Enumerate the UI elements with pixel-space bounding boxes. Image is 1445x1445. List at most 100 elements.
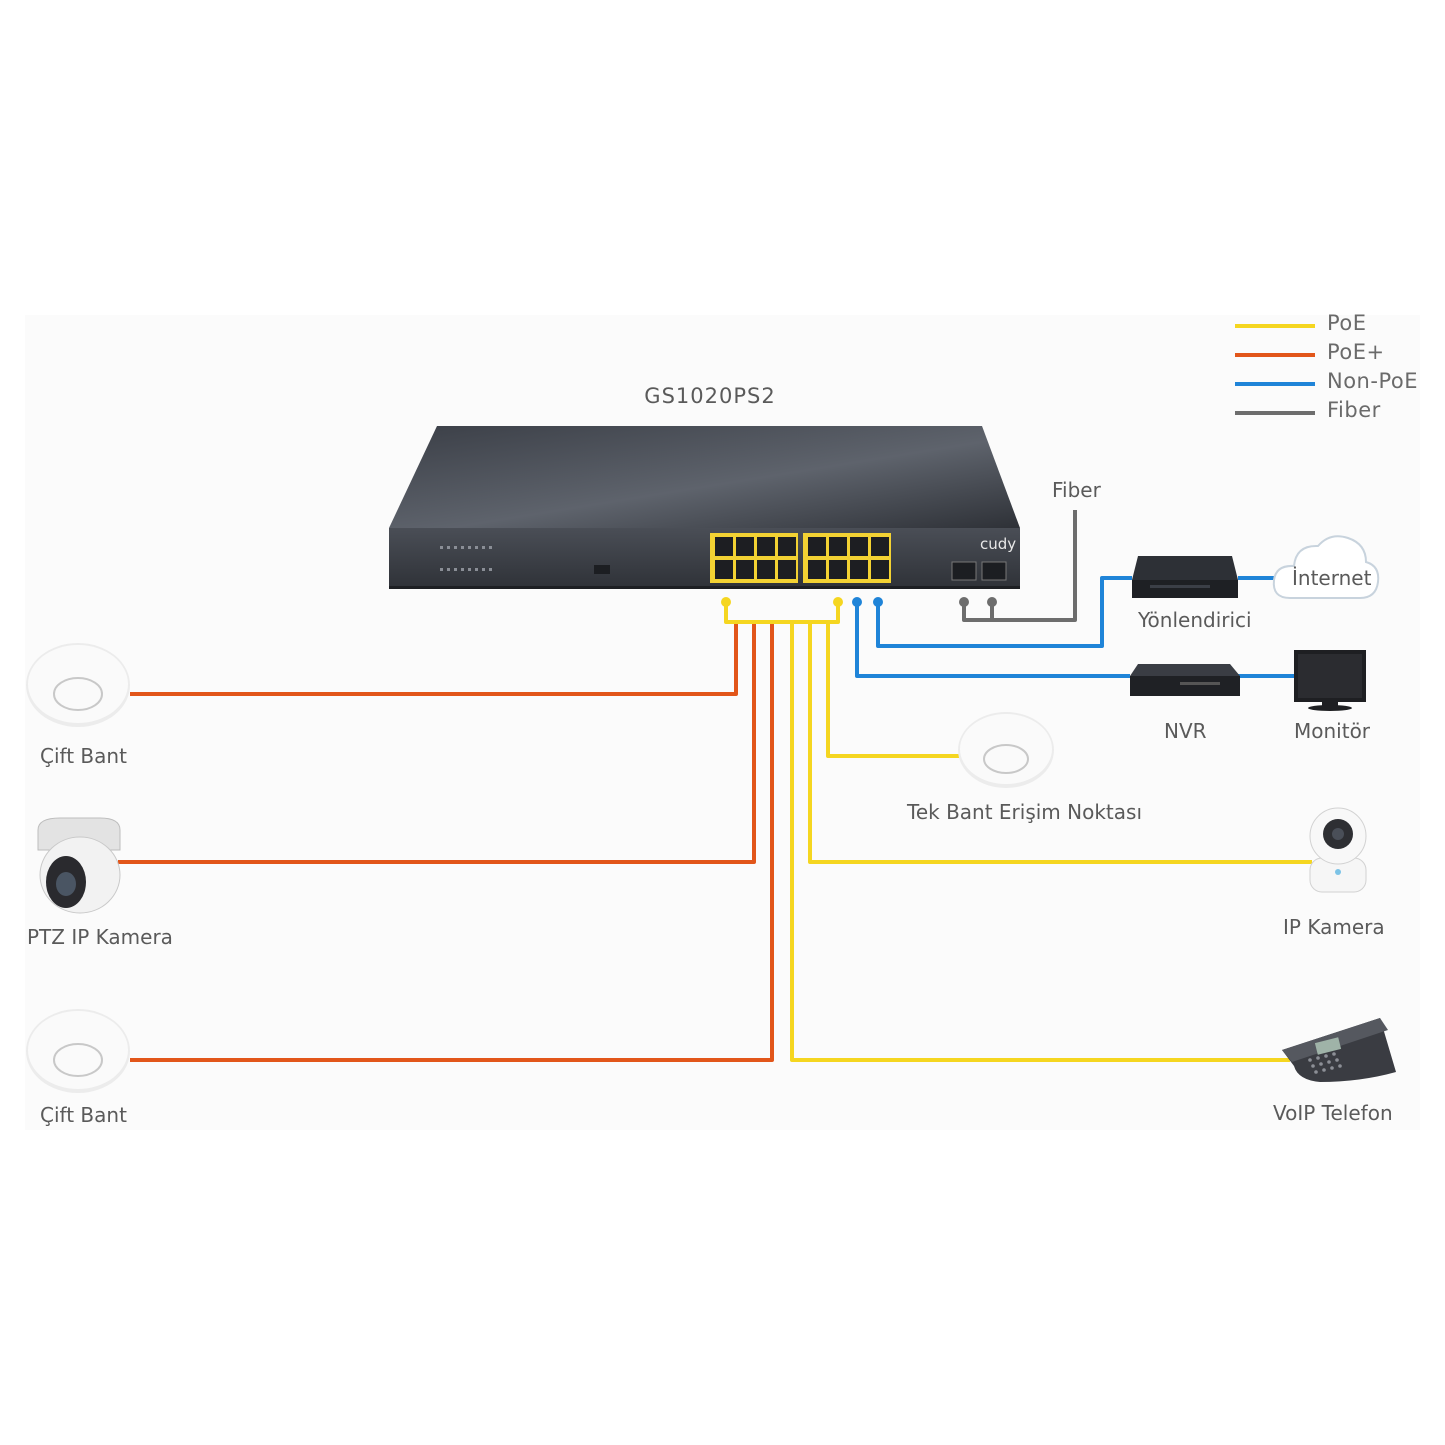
status-led <box>468 568 471 571</box>
access-point-center <box>958 712 1054 788</box>
sfp-port-2 <box>981 561 1007 581</box>
access-point-label: Tek Bant Erişim Noktası <box>907 800 1142 824</box>
poe-plus-line-left-top <box>130 620 738 696</box>
switch-top <box>389 426 1020 528</box>
switch-brand-logo: cudy <box>980 535 1016 553</box>
switch-device: cudy <box>389 426 1020 589</box>
poe-bus <box>724 604 840 624</box>
rj45-port <box>829 560 847 579</box>
rj45-port <box>871 537 889 556</box>
sfp-port-1 <box>951 561 977 581</box>
status-leds <box>440 546 492 571</box>
legend-item-non-poe: Non-PoE <box>1235 369 1435 399</box>
port-connectors <box>721 597 997 607</box>
voip-key <box>1314 1070 1318 1074</box>
router-label: Yönlendirici <box>1138 608 1252 632</box>
status-led <box>454 568 457 571</box>
rj45-port <box>850 537 868 556</box>
access-point-left-top <box>26 643 130 727</box>
ip-camera-icon <box>1309 807 1367 893</box>
non-poe-connector-2 <box>873 597 883 607</box>
legend-swatch-fiber <box>1235 411 1315 415</box>
legend-item-poe-plus: PoE+ <box>1235 340 1435 370</box>
status-led <box>489 568 492 571</box>
non-poe-line-nvr <box>855 603 1130 678</box>
legend-label-poe-plus: PoE+ <box>1327 340 1385 364</box>
rj45-port <box>778 560 796 579</box>
voip-key <box>1316 1056 1320 1060</box>
status-led <box>489 546 492 549</box>
voip-key <box>1332 1052 1336 1056</box>
poe-plus-line-left-bottom <box>130 620 774 1062</box>
voip-key <box>1322 1068 1326 1072</box>
voip-key <box>1311 1064 1315 1068</box>
status-led <box>440 568 443 571</box>
rj45-port <box>715 537 733 556</box>
status-led <box>475 568 478 571</box>
ptz-camera-icon <box>37 817 121 914</box>
status-led <box>454 546 457 549</box>
poe-line-ip-camera <box>808 622 1312 864</box>
poe-line-access-point <box>826 622 962 758</box>
fiber-line <box>962 510 1077 622</box>
status-led <box>447 546 450 549</box>
status-led <box>461 568 464 571</box>
monitor-icon <box>1294 650 1366 711</box>
rj45-port <box>778 537 796 556</box>
rj45-port <box>829 537 847 556</box>
poe-connector-1 <box>721 597 731 607</box>
voip-phone-label: VoIP Telefon <box>1273 1101 1393 1125</box>
status-led <box>440 546 443 549</box>
rj45-port <box>871 560 889 579</box>
legend-swatch-poe-plus <box>1235 353 1315 357</box>
legend-swatch-poe <box>1235 324 1315 328</box>
left-bottom-device-label: Çift Bant <box>40 1103 127 1127</box>
voip-key <box>1330 1066 1334 1070</box>
voip-key <box>1324 1054 1328 1058</box>
voip-key <box>1335 1058 1339 1062</box>
poe-connector-2 <box>833 597 843 607</box>
rj45-port <box>736 537 754 556</box>
access-point-left-bottom <box>26 1009 130 1093</box>
switch-front <box>389 528 1020 588</box>
status-led <box>482 546 485 549</box>
router-icon <box>1132 556 1238 598</box>
fiber-connector-2 <box>987 597 997 607</box>
monitor-label: Monitör <box>1294 719 1371 743</box>
nvr-icon <box>1130 664 1240 696</box>
rj45-port <box>757 537 775 556</box>
rj45-port <box>757 560 775 579</box>
voip-key <box>1327 1060 1331 1064</box>
voip-key <box>1338 1064 1342 1068</box>
left-top-device-label: Çift Bant <box>40 744 127 768</box>
status-led <box>468 546 471 549</box>
rj45-port <box>850 560 868 579</box>
rj45-port <box>808 560 826 579</box>
rj45-port <box>715 560 733 579</box>
rj45-ports <box>715 537 889 579</box>
fiber-label: Fiber <box>1052 478 1101 502</box>
nvr-label: NVR <box>1164 719 1207 743</box>
voip-key <box>1308 1058 1312 1062</box>
ip-camera-label: IP Kamera <box>1283 915 1385 939</box>
legend-label-non-poe: Non-PoE <box>1327 369 1418 393</box>
fiber-connector-1 <box>959 597 969 607</box>
rj45-port <box>808 537 826 556</box>
legend-item-poe: PoE <box>1235 311 1435 341</box>
switch-model-label: GS1020PS2 <box>644 384 775 408</box>
ptz-camera-label: PTZ IP Kamera <box>27 925 173 949</box>
status-led <box>447 568 450 571</box>
status-led <box>482 568 485 571</box>
internet-label: İnternet <box>1292 566 1372 590</box>
legend-label-poe: PoE <box>1327 311 1367 335</box>
legend-label-fiber: Fiber <box>1327 398 1381 422</box>
poe-plus-line-left-mid <box>118 620 756 864</box>
non-poe-line-router <box>876 576 1132 648</box>
non-poe-connector-1 <box>852 597 862 607</box>
voip-key <box>1319 1062 1323 1066</box>
rj45-port <box>736 560 754 579</box>
voip-phone-icon <box>1282 1018 1396 1082</box>
legend-item-fiber: Fiber <box>1235 398 1435 428</box>
